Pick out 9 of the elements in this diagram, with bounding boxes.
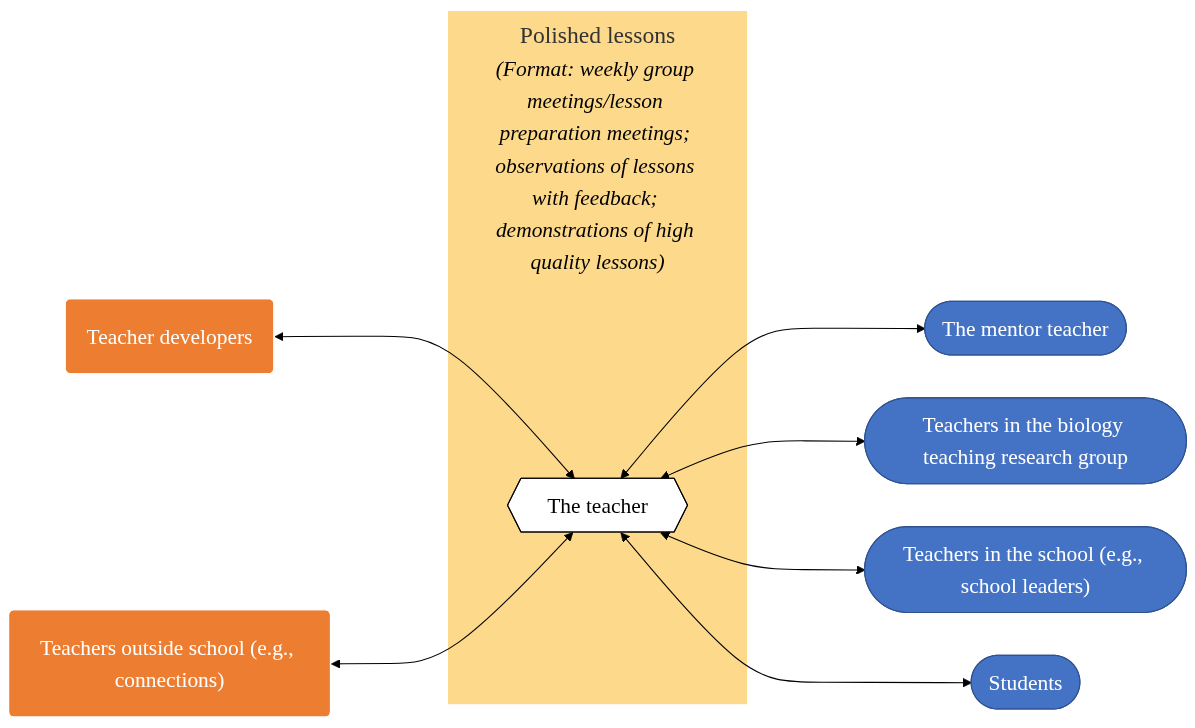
double-arrow (274, 331, 575, 479)
node-shape: Teachers in the school (e.g., school leaders) (864, 525, 1187, 613)
node-shape: Students (970, 654, 1081, 710)
node-shape: Teacher developers (64, 297, 275, 374)
node-shape: Teachers in the biology teaching research group (864, 397, 1187, 484)
node-shape: The teacher (506, 477, 689, 533)
node-shape: The mentor teacher (924, 300, 1127, 356)
node-shape: Teachers outside school (e.g., connections) (8, 608, 331, 718)
double-arrow (331, 531, 574, 669)
